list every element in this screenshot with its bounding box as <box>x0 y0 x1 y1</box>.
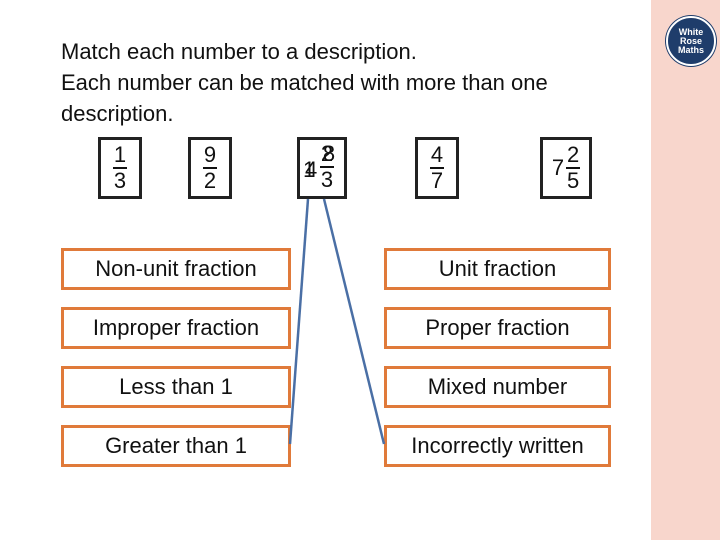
denominator: 5 <box>567 168 580 193</box>
whole-number-b: 4 <box>305 157 318 182</box>
desc-label: Unit fraction <box>438 256 557 281</box>
number-card-nine-halves[interactable]: 9 2 <box>188 137 232 199</box>
number-card-mixed-seven-two-fifths[interactable]: 7 2 5 <box>540 137 592 199</box>
fraction-bar <box>320 166 334 168</box>
instruction-line-1: Match each number to a description. <box>61 39 417 64</box>
numerator-a: 2 <box>320 141 334 166</box>
whole-number-a: 1 <box>303 157 316 182</box>
side-strip <box>651 0 720 540</box>
logo-text-white: White <box>678 26 704 37</box>
numerator: 2 <box>567 142 580 167</box>
fraction-bar <box>566 167 581 169</box>
numerator: 9 <box>203 142 217 167</box>
desc-incorrectly-written[interactable]: Incorrectly written <box>384 425 611 467</box>
denominator: 2 <box>203 168 217 193</box>
match-line-to-greater-than-1 <box>288 198 310 445</box>
desc-label: Incorrectly written <box>411 433 584 458</box>
desc-label: Mixed number <box>427 374 568 399</box>
instruction-line-2: Each number can be matched with more tha… <box>61 70 548 95</box>
desc-non-unit-fraction[interactable]: Non-unit fraction <box>61 248 291 290</box>
logo-text-rose: Rose <box>679 35 702 46</box>
desc-label: Improper fraction <box>92 315 260 340</box>
number-card-mixed-incorrect[interactable]: 1 4 2 3 8 3 <box>297 137 347 199</box>
fraction-bar <box>113 167 127 169</box>
desc-mixed-number[interactable]: Mixed number <box>384 366 611 408</box>
desc-label: Greater than 1 <box>105 433 247 458</box>
whole-number: 7 <box>551 155 565 180</box>
desc-greater-than-one[interactable]: Greater than 1 <box>61 425 291 467</box>
desc-improper-fraction[interactable]: Improper fraction <box>61 307 291 349</box>
fraction-bar <box>203 167 217 169</box>
fraction-b: 8 3 <box>322 143 336 191</box>
desc-label: Proper fraction <box>425 315 570 340</box>
denominator: 7 <box>430 168 444 193</box>
match-line-to-incorrectly-written <box>322 198 386 445</box>
numerator-b: 8 <box>322 141 336 166</box>
desc-proper-fraction[interactable]: Proper fraction <box>384 307 611 349</box>
fraction-bar <box>430 167 444 169</box>
desc-label: Less than 1 <box>119 374 233 399</box>
numerator: 1 <box>113 142 127 167</box>
fraction: 1 3 <box>113 144 127 192</box>
desc-less-than-one[interactable]: Less than 1 <box>61 366 291 408</box>
desc-unit-fraction[interactable]: Unit fraction <box>384 248 611 290</box>
fraction: 4 7 <box>430 144 444 192</box>
number-card-four-sevenths[interactable]: 4 7 <box>415 137 459 199</box>
fraction: 9 2 <box>203 144 217 192</box>
fraction: 2 5 <box>566 142 581 193</box>
numerator: 4 <box>430 142 444 167</box>
logo-text-maths: Maths <box>677 44 704 55</box>
white-rose-maths-logo: White Rose Maths <box>666 16 716 66</box>
number-card-one-third[interactable]: 1 3 <box>98 137 142 199</box>
denominator: 3 <box>113 168 127 193</box>
fraction-a: 2 3 <box>320 143 334 191</box>
instruction-line-3: description. <box>61 101 174 126</box>
instructions: Match each number to a description. Each… <box>61 36 651 129</box>
overlapping-mixed-number: 1 4 2 3 8 3 <box>302 143 342 193</box>
desc-label: Non-unit fraction <box>95 256 257 281</box>
denominator: 3 <box>320 167 334 192</box>
